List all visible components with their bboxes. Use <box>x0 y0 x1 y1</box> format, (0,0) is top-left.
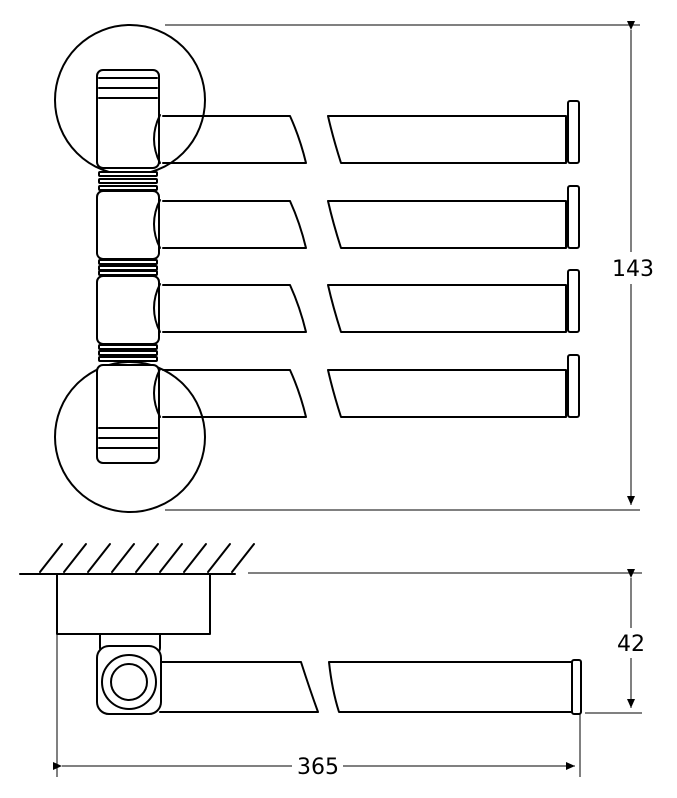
swivel-ring-1 <box>98 185 158 191</box>
hatch-line <box>63 543 87 573</box>
hatch-line <box>111 543 135 573</box>
towel-arms <box>162 100 580 418</box>
swivel-ring-1 <box>98 171 158 177</box>
swivel-ring-3 <box>98 356 158 362</box>
hatch-line <box>231 543 255 573</box>
swivel-ring-3 <box>98 344 158 350</box>
knuckle-inner-ring <box>110 663 148 701</box>
towel-arm-3 <box>162 269 580 333</box>
swivel-ring-3 <box>98 350 158 356</box>
front-view <box>54 24 580 513</box>
dim-42-label: 42 <box>617 632 645 657</box>
swivel-post <box>96 69 161 464</box>
side-view <box>19 543 582 715</box>
post-segment-3 <box>96 275 161 345</box>
hatch-line <box>183 543 207 573</box>
dim-143-label: 143 <box>612 257 654 282</box>
side-arm <box>159 659 582 715</box>
dimensions: 143 42 365 <box>53 21 654 780</box>
swivel-ring-2 <box>98 259 158 265</box>
hatch-line <box>159 543 183 573</box>
post-segment-1 <box>96 69 161 169</box>
towel-arm-1 <box>162 100 580 164</box>
swivel-ring-2 <box>98 270 158 276</box>
hatch-line <box>39 543 63 573</box>
hatch-line <box>135 543 159 573</box>
swivel-knuckle <box>96 645 162 715</box>
dim-365-label: 365 <box>297 755 339 780</box>
post-segment-2 <box>96 190 161 260</box>
wall-hatch <box>39 543 255 573</box>
knuckle-outer-ring <box>101 654 157 710</box>
hatch-line <box>87 543 111 573</box>
hatch-line <box>207 543 231 573</box>
swivel-ring-2 <box>98 265 158 271</box>
swivel-ring-1 <box>98 178 158 184</box>
mounting-base <box>56 573 211 635</box>
towel-arm-2 <box>162 185 580 249</box>
towel-arm-4 <box>162 354 580 418</box>
